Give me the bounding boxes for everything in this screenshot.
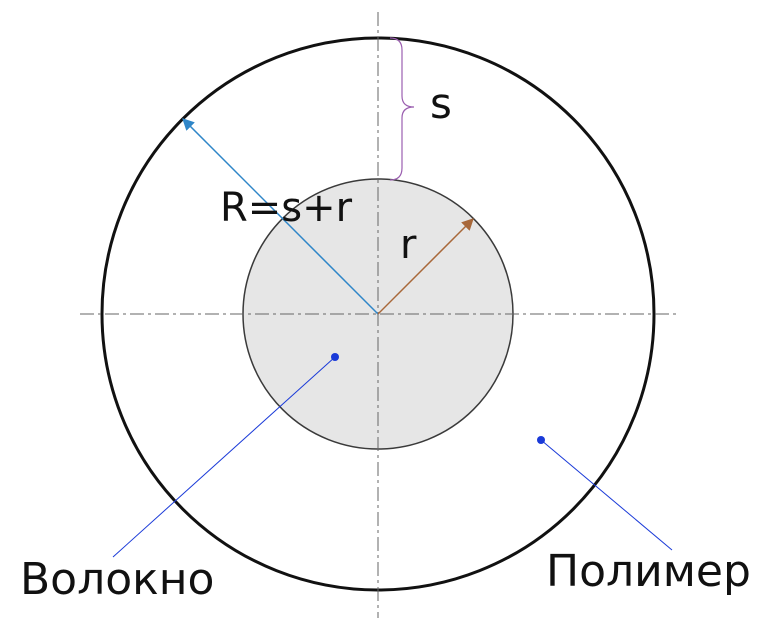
s-brace: [389, 37, 415, 181]
polymer-leader-line: [540, 439, 673, 551]
polymer-leader-dot: [537, 436, 545, 444]
fiber-leader-line: [112, 356, 336, 558]
r-radius-arrow: [377, 218, 474, 315]
fiber-leader-dot: [331, 353, 339, 361]
R-formula-label: R=s+r: [220, 185, 353, 231]
s-label: s: [430, 79, 452, 128]
r-label: r: [400, 222, 417, 268]
fiber-label: Волокно: [20, 554, 214, 605]
polymer-label: Полимер: [546, 546, 751, 597]
R-radius-arrow: [182, 118, 379, 315]
